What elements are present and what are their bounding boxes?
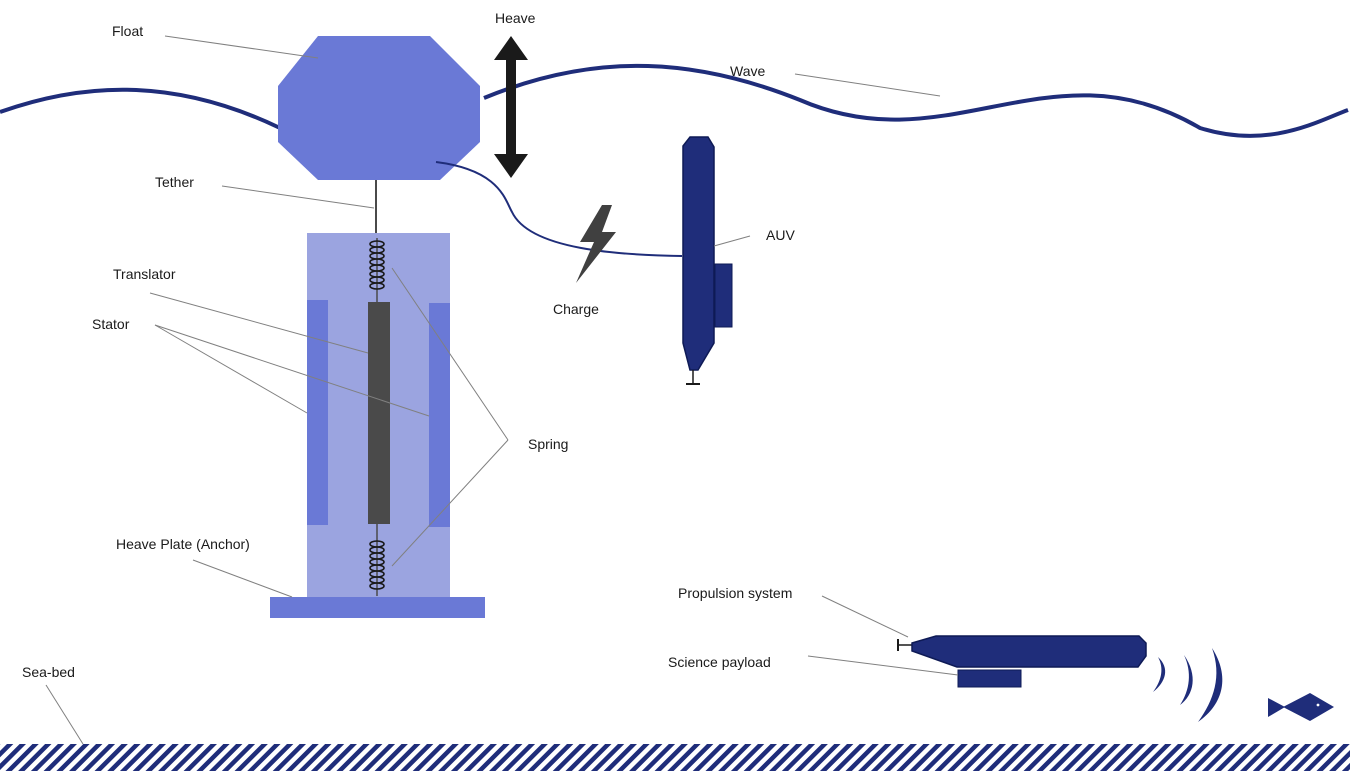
sound-wave-icon (1153, 648, 1223, 722)
label-spring: Spring (528, 436, 568, 452)
charging-cable (435, 161, 683, 257)
auv-docked (682, 136, 733, 385)
stator-right (429, 303, 450, 527)
spring-lower (369, 524, 385, 596)
float-buoy (278, 36, 480, 180)
translator-bar (368, 302, 390, 524)
wave-line (0, 63, 1349, 138)
label-auv: AUV (766, 227, 795, 243)
spring-upper (369, 238, 385, 302)
label-propulsion: Propulsion system (678, 585, 792, 601)
lightning-bolt-icon (576, 205, 616, 283)
label-heave: Heave (495, 10, 536, 26)
stator-left (307, 300, 328, 525)
heave-arrow-icon (494, 36, 528, 178)
label-wave: Wave (730, 63, 765, 79)
fish-icon (1268, 693, 1334, 721)
auv-docked-payload (714, 263, 733, 328)
label-tether: Tether (155, 174, 194, 190)
auv-science-payload (957, 669, 1022, 688)
label-heave-plate: Heave Plate (Anchor) (116, 536, 250, 552)
leader-lines (45, 35, 959, 745)
heave-plate (270, 597, 485, 618)
label-float: Float (112, 23, 143, 39)
label-payload: Science payload (668, 654, 771, 670)
label-seabed: Sea-bed (22, 664, 75, 680)
auv-horizontal (897, 635, 1147, 688)
label-charge: Charge (553, 301, 599, 317)
label-translator: Translator (113, 266, 176, 282)
label-stator: Stator (92, 316, 130, 332)
seabed-hatch (0, 744, 1350, 771)
